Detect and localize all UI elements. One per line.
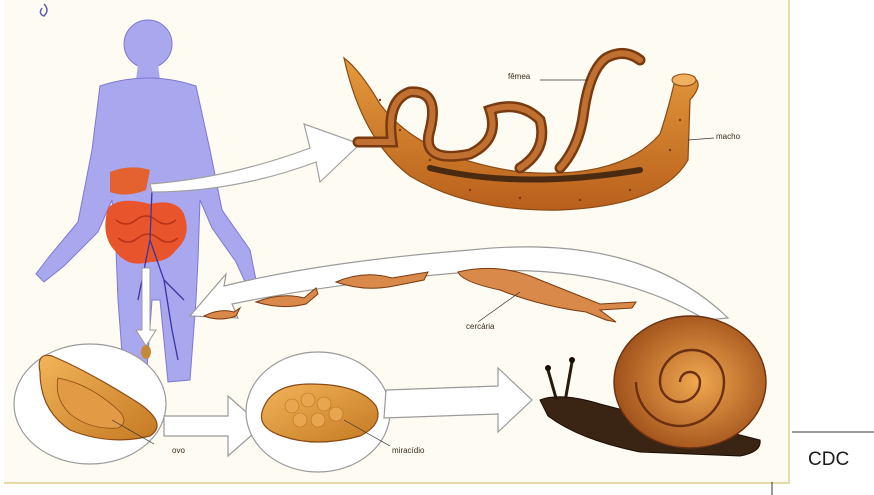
miracidium-label: miracídio	[392, 446, 424, 455]
male-label: macho	[716, 132, 740, 141]
source-credit: CDC	[808, 449, 849, 471]
snail	[540, 316, 766, 456]
pen-mark	[40, 4, 47, 16]
human-figure	[36, 20, 256, 382]
miracidium-stage	[246, 352, 390, 472]
female-label: fêmea	[508, 72, 530, 81]
cercaria-label: cercária	[466, 322, 494, 331]
egg-label: ovo	[172, 446, 185, 455]
egg-stage	[14, 344, 166, 464]
arrow-miracidium-to-snail	[384, 368, 532, 432]
liver-organ	[110, 167, 150, 194]
arrow-cercaria-return	[190, 247, 728, 320]
